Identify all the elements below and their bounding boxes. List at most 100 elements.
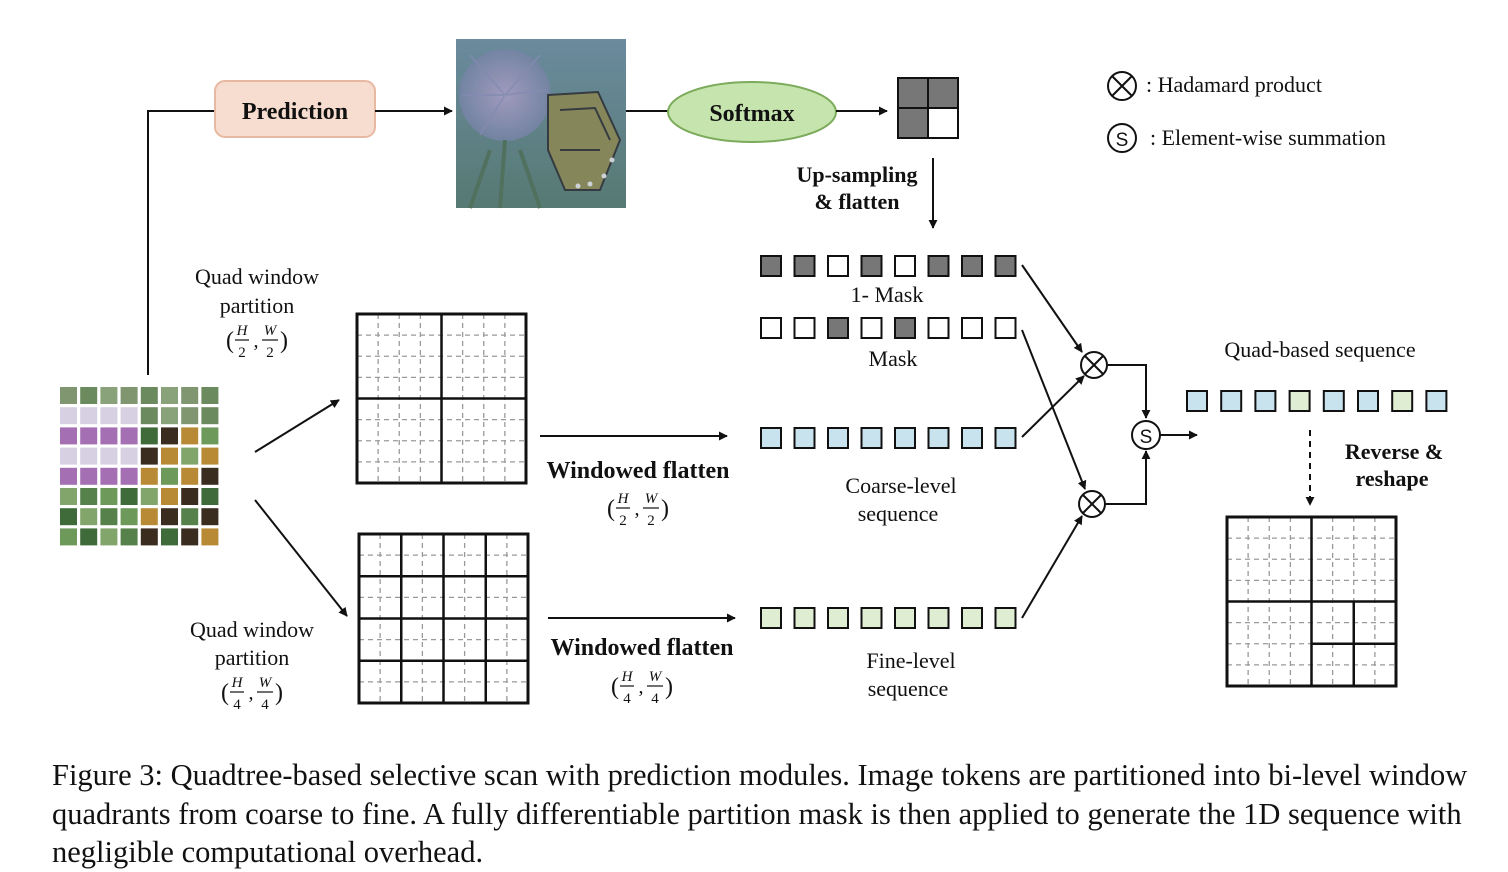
fine-token (860, 607, 883, 629)
prediction-map-image (456, 39, 626, 209)
image-tile (100, 508, 118, 526)
image-tile (120, 427, 138, 445)
summation-legend-label: : Element-wise summation (1150, 125, 1386, 150)
top-product-to-sum (1107, 364, 1151, 419)
image-tile (140, 467, 158, 485)
image-tile (161, 508, 178, 526)
image-tile (80, 488, 98, 505)
svg-text:2: 2 (266, 345, 274, 361)
mask-cell (897, 107, 929, 139)
image-tile (181, 467, 199, 485)
image-tile (80, 427, 98, 445)
fine-level-sequence (760, 607, 1017, 629)
svg-text:4: 4 (233, 697, 241, 713)
svg-text:(: ( (226, 328, 234, 354)
image-tile (60, 447, 77, 465)
coarse-partition-label-1: Quad window (195, 264, 319, 289)
quad-token (1220, 390, 1243, 412)
svg-text:,: , (639, 676, 644, 698)
svg-text:W: W (645, 491, 659, 507)
image-tile (201, 447, 219, 465)
mask-token (961, 317, 983, 339)
fine-token (961, 607, 983, 629)
quad-sequence-label: Quad-based sequence (1224, 337, 1415, 362)
one-minus-mask-token (760, 255, 782, 277)
coarse-token (827, 427, 849, 449)
fine-partition-label-1: Quad window (190, 617, 314, 642)
image-tile (161, 528, 178, 546)
image-tile (60, 407, 77, 425)
summation-node-icon: S (1131, 420, 1161, 450)
mask-token (927, 317, 950, 339)
reverse-label: Reverse & (1345, 439, 1443, 464)
mask-label: Mask (869, 346, 918, 371)
one-minus-mask-token (994, 255, 1017, 277)
image-tile (201, 427, 219, 445)
svg-text:(: ( (221, 680, 229, 706)
svg-text:(: ( (607, 496, 615, 522)
mask-cell (897, 77, 929, 109)
coarse-token (760, 427, 782, 449)
image-tile (201, 528, 219, 546)
mask-cell (927, 77, 959, 109)
image-tile (60, 427, 77, 445)
image-tile (201, 508, 219, 526)
image-tile (181, 508, 199, 526)
coarse-sequence-label-1: Coarse-level (845, 473, 956, 498)
image-tile (181, 427, 199, 445)
coarse-token (860, 427, 883, 449)
coarse-level-sequence (760, 427, 1017, 449)
coarse-window-grid (355, 312, 528, 485)
fine-flatten-fraction: ()H4,W4 (611, 669, 673, 707)
image-tile (181, 447, 199, 465)
image-tile (80, 528, 98, 546)
svg-text:,: , (254, 330, 259, 352)
hadamard-product-icon (1107, 71, 1137, 101)
quad-token (1391, 390, 1414, 412)
svg-text:H: H (236, 323, 249, 339)
mask-token (860, 317, 883, 339)
prediction-label: Prediction (242, 99, 348, 125)
svg-text:): ) (661, 496, 669, 522)
image-tile (161, 427, 178, 445)
image-tile (161, 488, 178, 505)
image-tile (120, 467, 138, 485)
figure-caption: Figure 3: Quadtree-based selective scan … (52, 758, 1468, 869)
image-tile (60, 488, 77, 505)
image-tile (120, 528, 138, 546)
summation-icon: S (1107, 123, 1137, 153)
image-tile (120, 407, 138, 425)
coarse-flatten-fraction: ()H2,W2 (607, 491, 669, 529)
coarse-token (927, 427, 950, 449)
image-tile (100, 387, 118, 404)
one-minus-mask-sequence (760, 255, 1017, 277)
fine-token (760, 607, 782, 629)
input-to-prediction-arrow (147, 110, 214, 375)
image-tile (201, 488, 219, 505)
summation-legend: S : Element-wise summation (1107, 123, 1386, 153)
coarse-token (894, 427, 916, 449)
fine-token (994, 607, 1017, 629)
fine-sequence-label-2: sequence (868, 676, 949, 701)
coarse-token (961, 427, 983, 449)
one-minus-mask-to-top-product (1021, 264, 1083, 353)
windowed-flatten-coarse-label: Windowed flatten (547, 458, 730, 484)
svg-text:W: W (649, 669, 663, 685)
quadtree-scan-diagram: : Hadamard product S : Element-wise summ… (60, 39, 1448, 713)
image-tile (100, 427, 118, 445)
image-tile (181, 488, 199, 505)
image-tile (140, 427, 158, 445)
svg-text:2: 2 (238, 345, 246, 361)
mask-token (827, 317, 849, 339)
one-minus-mask-token (927, 255, 950, 277)
bottom-product-to-sum (1105, 450, 1151, 505)
coarse-partition-fraction: ()H2,W2 (226, 323, 288, 361)
softmax-label: Softmax (709, 101, 794, 127)
flatten-label: & flatten (815, 189, 900, 214)
svg-text:): ) (665, 674, 673, 700)
image-tile (100, 407, 118, 425)
image-tile (80, 387, 98, 404)
svg-text:): ) (275, 680, 283, 706)
svg-text:4: 4 (623, 691, 631, 707)
image-tile (120, 508, 138, 526)
